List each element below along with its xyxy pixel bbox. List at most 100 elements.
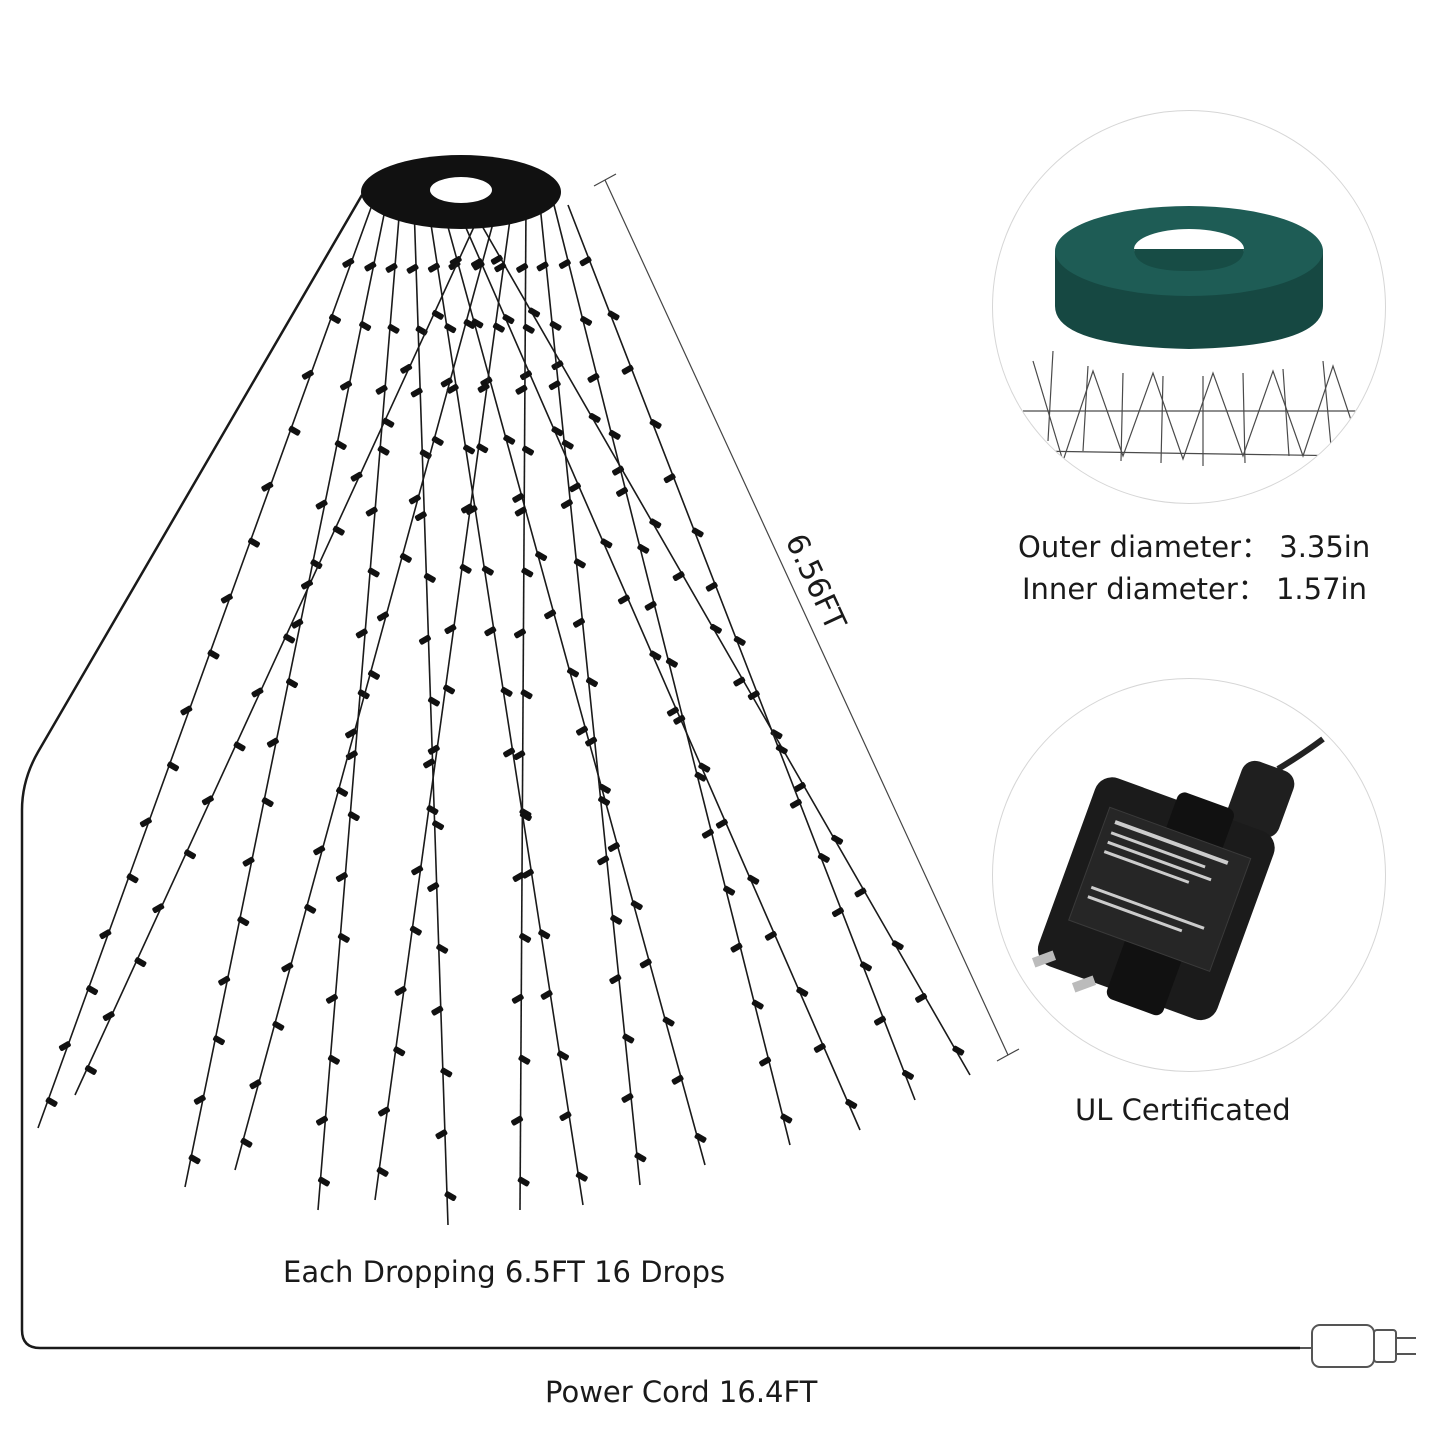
bulb xyxy=(443,684,456,695)
bulb xyxy=(249,1079,262,1090)
bulb xyxy=(345,750,358,761)
bulb xyxy=(316,1115,328,1126)
bulb xyxy=(378,1106,390,1117)
bulb xyxy=(518,1054,531,1065)
bulb xyxy=(515,384,528,395)
bulb xyxy=(465,505,478,515)
bulb xyxy=(747,690,760,701)
bulb xyxy=(854,887,867,898)
bulb xyxy=(365,506,378,517)
bulb xyxy=(644,600,657,611)
outer-diameter-label: Outer diameter： 3.35in xyxy=(1018,530,1371,564)
bulb xyxy=(367,670,380,680)
bulb xyxy=(511,1115,524,1126)
bulb xyxy=(449,256,462,266)
bulb xyxy=(286,678,298,688)
drop-wire xyxy=(74,204,485,1096)
bulb xyxy=(272,1020,285,1031)
ring-detail-photo xyxy=(992,110,1386,504)
bulb xyxy=(709,623,722,634)
bulb xyxy=(99,929,112,940)
bulb xyxy=(514,628,526,639)
bulb xyxy=(538,929,551,940)
bulb xyxy=(621,1093,634,1103)
bulb xyxy=(764,930,777,941)
bulb xyxy=(355,628,368,639)
bulb xyxy=(426,805,439,815)
bulb xyxy=(691,527,704,538)
power-adapter-icon xyxy=(1031,736,1325,1021)
bulb xyxy=(266,737,279,748)
bulb xyxy=(694,1133,707,1143)
bulb xyxy=(134,957,147,968)
bulb xyxy=(139,817,152,828)
bulb xyxy=(367,567,380,578)
bulb xyxy=(345,728,358,739)
bulb xyxy=(188,1154,201,1165)
bulb xyxy=(406,263,419,274)
bulb xyxy=(336,786,349,797)
bulb xyxy=(201,795,214,806)
bulb xyxy=(780,1113,793,1124)
bulb xyxy=(84,1065,97,1075)
height-dimension-line xyxy=(593,173,1020,1062)
bulb xyxy=(705,581,718,592)
bulb xyxy=(580,316,593,326)
bulb xyxy=(558,259,571,269)
bulb xyxy=(446,383,459,394)
bulb xyxy=(673,714,686,725)
bulb xyxy=(598,783,611,794)
bulb xyxy=(513,750,526,761)
bulb xyxy=(747,874,760,885)
bulb xyxy=(327,1054,340,1065)
bulb xyxy=(304,903,317,914)
bulb xyxy=(637,543,650,554)
bulb xyxy=(520,689,533,700)
bulb xyxy=(915,993,928,1003)
bulb xyxy=(325,993,338,1004)
plug-connector-icon xyxy=(1300,1324,1416,1368)
bulb xyxy=(665,657,678,668)
bulb xyxy=(102,1011,115,1021)
bulb xyxy=(516,263,529,273)
drop-wire xyxy=(427,204,584,1206)
bulb xyxy=(334,440,347,450)
bulb xyxy=(408,494,421,505)
bulb xyxy=(575,1171,588,1182)
bulb xyxy=(560,499,573,509)
bulb xyxy=(775,744,788,755)
bulb xyxy=(410,387,423,398)
bulb xyxy=(597,855,610,866)
drop-wire xyxy=(317,204,401,1211)
bulb xyxy=(579,256,592,267)
bulb xyxy=(240,1137,253,1148)
bulb xyxy=(342,258,355,268)
drop-wire xyxy=(184,204,387,1188)
bulb xyxy=(671,1074,684,1085)
bulb xyxy=(167,761,180,772)
inner-diameter-label: Inner diameter： 1.57in xyxy=(1022,572,1367,606)
bulb xyxy=(521,567,534,578)
bulb xyxy=(831,834,844,845)
bulb xyxy=(332,525,345,536)
bulb xyxy=(315,499,328,510)
bulb xyxy=(535,551,548,561)
bulb xyxy=(587,373,600,383)
power-cord xyxy=(20,194,1300,1350)
bulb xyxy=(561,439,574,450)
bulb xyxy=(440,1067,453,1078)
bulb xyxy=(694,771,707,782)
bulb xyxy=(436,943,449,954)
bulb xyxy=(559,1111,572,1121)
bulb xyxy=(435,1129,448,1140)
bulb xyxy=(242,856,255,867)
bulb xyxy=(522,323,535,334)
bulb xyxy=(317,1176,330,1187)
bulb xyxy=(180,705,193,716)
power-cord-label: Power Cord 16.4FT xyxy=(545,1375,818,1409)
bulb xyxy=(414,511,427,521)
bulb xyxy=(672,571,685,581)
ring-top-icon xyxy=(1023,206,1373,466)
drop-wire xyxy=(519,204,527,1211)
bulb xyxy=(399,553,412,563)
